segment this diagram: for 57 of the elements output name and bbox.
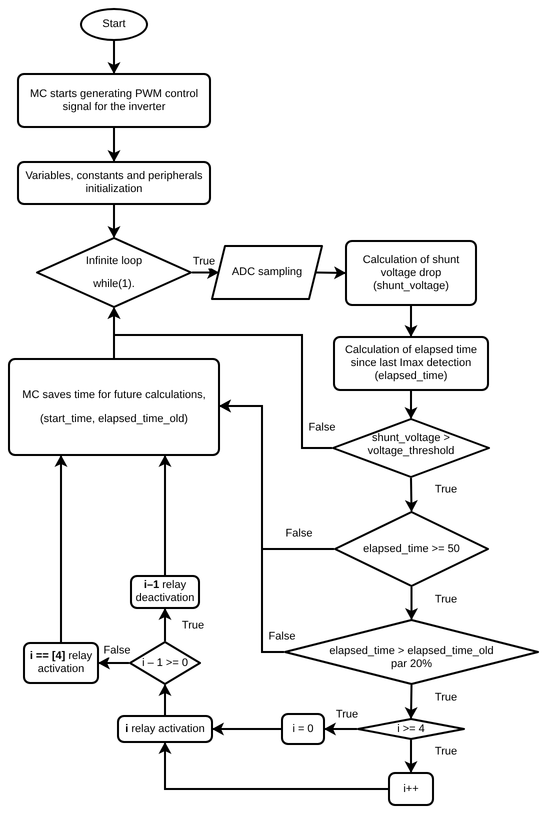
flow-arrow: [405, 587, 418, 620]
process-text: Variables, constants and peripherals initialization: [24, 170, 204, 196]
decision-text: elapsed_time > elapsed_time_old par 20%: [328, 645, 495, 671]
process-text: i == [4] relay activation: [28, 650, 94, 676]
process-box: [333, 336, 489, 391]
process-text: i–1 relay deactivation: [134, 579, 196, 605]
process-text: i++: [403, 782, 419, 796]
flow-arrow: [54, 455, 68, 642]
decision-text: while(1).: [93, 278, 135, 290]
flow-arrow: [404, 391, 418, 419]
process-box: [117, 715, 213, 743]
process-box: [17, 161, 211, 205]
process-text: MC starts generating PWM control signal for the inverter: [28, 88, 200, 114]
process-text: Calculation of elapsed time since last Imax detection (elapsed_time): [344, 344, 478, 383]
process-text: i relay activation: [125, 722, 205, 736]
decision-text: i >= 4: [397, 722, 425, 736]
process-text: MC saves time for future calculations,: [22, 388, 206, 402]
flow-arrow: [404, 684, 418, 719]
decision-diamond: [334, 511, 489, 587]
terminal-label: Start: [102, 18, 126, 31]
flow-arrow: [98, 656, 129, 670]
process-box: [281, 713, 325, 745]
process-box: [17, 73, 211, 128]
edge-label: True: [192, 256, 216, 268]
flow-arrow: [316, 266, 346, 280]
decision-text: Infinite loop: [86, 254, 142, 268]
flow-arrow: [108, 128, 120, 162]
process-box: [130, 575, 200, 609]
flow-arrow: [108, 41, 120, 74]
flow-arrow: [404, 478, 418, 512]
flow-arrow: [212, 722, 281, 736]
io-text: ADC sampling: [232, 266, 302, 279]
flow-arrow: [158, 608, 172, 641]
process-box: [388, 772, 434, 806]
process-text: (start_time, elapsed_time_old): [40, 412, 188, 426]
process-text: i = 0: [292, 722, 314, 736]
flow-arrow: [324, 722, 357, 736]
decision-diamond: [357, 718, 465, 740]
process-text: Calculation of shunt voltage drop (shunt_voltage): [362, 254, 460, 292]
flow-arrow: [158, 455, 172, 575]
flow-arrow: [158, 684, 172, 715]
flow-arrow: [192, 266, 219, 279]
process-box: [23, 642, 99, 684]
process-box: [8, 358, 220, 456]
flow-arrow: [404, 740, 418, 773]
decision-text: shunt_voltage > voltage_threshold: [366, 432, 456, 458]
flow-arrow: [108, 307, 120, 358]
edge-label: False: [102, 644, 132, 658]
flow-arrow: [404, 306, 418, 337]
flow-arrow: [108, 205, 120, 238]
decision-diamond: [36, 237, 192, 308]
decision-diamond: [129, 641, 201, 685]
process-box: [345, 240, 477, 306]
flow-arrow: [158, 742, 388, 790]
decision-text: elapsed_time >= 50: [363, 542, 460, 556]
decision-text: i – 1 >= 0: [142, 656, 188, 670]
flow-arrow: [219, 400, 284, 653]
